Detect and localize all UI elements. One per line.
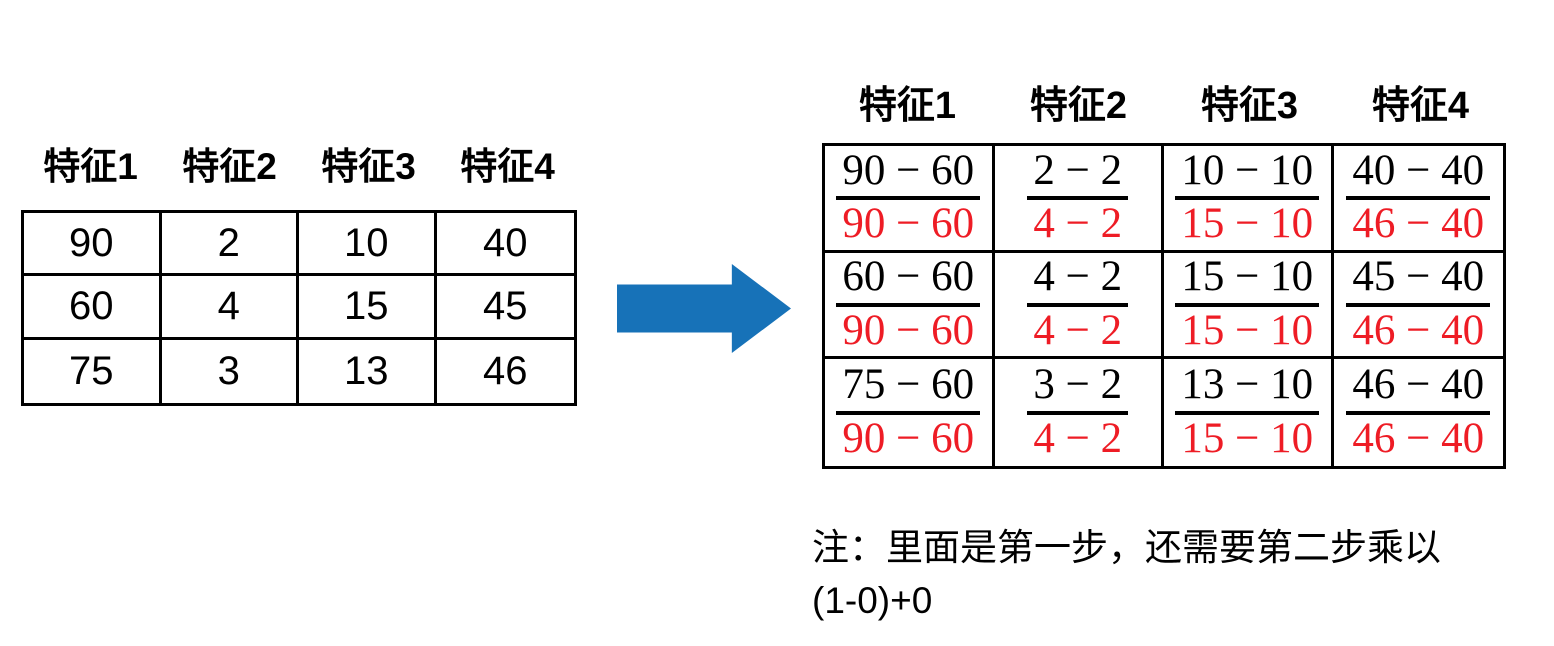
fraction-bar [1027,411,1129,416]
fraction-denominator: 90 − 60 [842,415,975,463]
source-header-feature4: 特征4 [460,146,555,187]
fraction-bar [1175,411,1320,416]
fraction-bar [1346,302,1491,307]
fraction-cell-r3c4: 46 − 40 46 − 40 [1334,359,1504,466]
fraction: 46 − 40 46 − 40 [1346,361,1491,463]
source-header-feature3: 特征3 [321,146,416,187]
fraction-cell-r2c1: 60 − 60 90 − 60 [825,252,995,360]
fraction-bar [1175,302,1320,307]
fraction: 10 − 10 15 − 10 [1175,146,1320,248]
fraction-cell-r2c4: 45 − 40 46 − 40 [1333,253,1503,360]
fraction-cell-r1c1: 90 − 60 90 − 60 [825,146,995,253]
fraction-bar [836,411,981,416]
fraction-bar [836,196,981,201]
fraction: 2 − 2 4 − 2 [1027,146,1129,248]
fraction-denominator: 90 − 60 [842,306,975,354]
fraction-cell-r3c3: 13 − 10 15 − 10 [1164,359,1334,466]
source-cell-r1c3: 10 [299,213,437,277]
fraction-denominator: 4 − 2 [1033,415,1123,463]
note: 注：里面是第一步，还需要第二步乘以 (1-0)+0 [812,522,1547,627]
fraction-numerator: 46 − 40 [1352,361,1485,409]
fraction-bar [1346,411,1491,416]
fraction: 13 − 10 15 − 10 [1175,361,1320,463]
fraction: 90 − 60 90 − 60 [836,146,981,248]
source-data-table: 90 2 10 40 60 4 15 45 75 3 13 46 [21,210,577,406]
fraction-denominator: 4 − 2 [1033,200,1123,248]
fraction-numerator: 13 − 10 [1181,361,1314,409]
source-table-header-row: 特征1 特征2 特征3 特征4 [21,136,577,190]
fraction-numerator: 3 − 2 [1033,361,1123,409]
fraction-numerator: 2 − 2 [1033,146,1123,194]
fraction-denominator: 4 − 2 [1033,306,1123,354]
fraction-denominator: 15 − 10 [1181,306,1314,354]
source-cell-r2c3: 15 [299,276,437,340]
note-line-1: 注：里面是第一步，还需要第二步乘以 [812,527,1441,568]
source-cell-r3c3: 13 [299,339,437,403]
fraction-cell-r3c2: 3 − 2 4 − 2 [995,359,1164,466]
fraction-bar [1027,302,1129,307]
fraction-cell-r2c3: 15 − 10 15 − 10 [1164,252,1334,360]
fraction-numerator: 90 − 60 [842,146,975,194]
fraction: 75 − 60 90 − 60 [836,361,981,463]
fraction-bar [1175,196,1320,201]
fraction-denominator: 46 − 40 [1352,306,1485,354]
fraction-cell-r1c4: 40 − 40 46 − 40 [1333,146,1503,253]
normalized-result-table: 90 − 60 90 − 60 2 − 2 4 − 2 10 − 10 15 −… [822,143,1506,469]
result-header-feature2: 特征2 [1029,85,1128,127]
fraction-bar [1027,196,1129,201]
fraction-numerator: 45 − 40 [1352,253,1485,301]
fraction: 60 − 60 90 − 60 [836,253,981,354]
fraction-bar [836,302,981,307]
source-cell-r3c4: 46 [483,348,528,393]
source-cell-r2c1: 60 [24,276,162,340]
fraction-numerator: 4 − 2 [1033,253,1123,301]
fraction: 3 − 2 4 − 2 [1027,361,1129,463]
fraction-denominator: 15 − 10 [1181,200,1314,248]
fraction: 15 − 10 15 − 10 [1175,253,1320,354]
fraction-numerator: 40 − 40 [1352,146,1485,194]
fraction: 4 − 2 4 − 2 [1027,253,1129,354]
source-cell-r3c2: 3 [162,339,299,403]
fraction-numerator: 75 − 60 [842,361,975,409]
source-cell-r1c1: 90 [24,213,162,277]
fraction-numerator: 10 − 10 [1181,146,1314,194]
result-header-feature4: 特征4 [1371,85,1470,127]
note-line-2: (1-0)+0 [812,579,933,621]
fraction-bar [1346,196,1491,201]
result-header-feature3: 特征3 [1200,85,1299,127]
source-header-feature2: 特征2 [182,146,277,187]
fraction-numerator: 60 − 60 [842,253,975,301]
fraction-cell-r2c2: 4 − 2 4 − 2 [994,252,1164,360]
fraction-denominator: 46 − 40 [1352,200,1485,248]
fraction-cell-r1c3: 10 − 10 15 − 10 [1164,146,1334,253]
result-table-header-row: 特征1 特征2 特征3 特征4 [822,74,1506,129]
fraction-cell-r1c2: 2 − 2 4 − 2 [994,146,1164,253]
fraction-numerator: 15 − 10 [1181,253,1314,301]
source-cell-r3c1: 75 [24,339,162,403]
source-header-feature1: 特征1 [43,146,138,187]
result-header-feature1: 特征1 [858,85,957,127]
source-cell-r1c4: 40 [436,213,574,277]
fraction: 45 − 40 46 − 40 [1346,253,1491,354]
source-cell-r2c4: 45 [436,276,574,340]
source-cell-r2c2: 4 [161,276,299,340]
arrow-right-icon [617,264,791,353]
source-cell-r1c2: 2 [161,213,299,277]
fraction-denominator: 90 − 60 [842,200,975,248]
fraction: 40 − 40 46 − 40 [1346,146,1491,248]
fraction-denominator: 46 − 40 [1352,415,1485,463]
fraction-cell-r3c1: 75 − 60 90 − 60 [825,359,995,466]
fraction-denominator: 15 − 10 [1181,415,1314,463]
